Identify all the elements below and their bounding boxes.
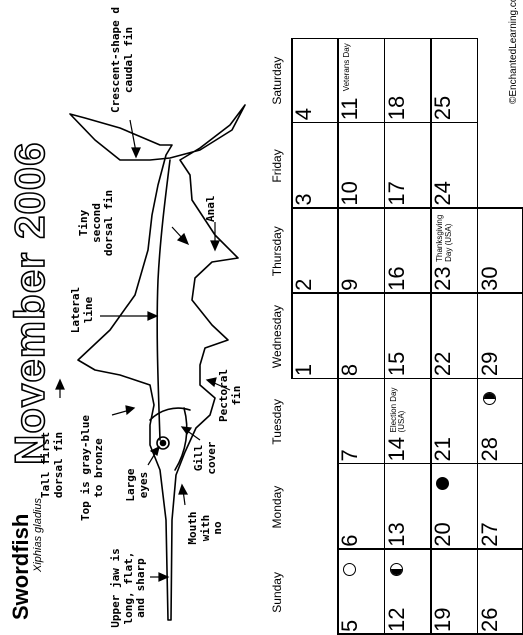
weekday-sunday: Sunday — [270, 572, 284, 613]
label-large-eyes: Large eyes — [124, 468, 150, 502]
label-first-dorsal-fin: Tall first dorsal fin — [39, 431, 65, 499]
day-number: 5 — [337, 619, 363, 632]
day-number: 10 — [337, 181, 363, 206]
holiday-note: Veterans Day — [342, 43, 352, 92]
label-top-color: Top is gray-blue to bronze — [79, 415, 105, 521]
day-number: 15 — [383, 351, 409, 377]
day-cell[interactable]: 20 — [430, 464, 476, 549]
day-number: 13 — [383, 522, 409, 547]
day-cell[interactable]: 27 — [477, 464, 523, 549]
day-cell[interactable]: 28 — [477, 379, 523, 464]
day-cell[interactable]: 26 — [477, 550, 523, 635]
day-cell[interactable]: 7 — [337, 379, 383, 464]
weekday-saturday: Saturday — [270, 56, 284, 105]
day-number: 23 — [430, 266, 456, 291]
day-cell[interactable]: 9 — [337, 209, 383, 294]
day-number: 12 — [383, 607, 409, 632]
day-cell[interactable]: 12 — [384, 550, 430, 635]
day-number: 6 — [337, 534, 363, 547]
day-cell[interactable]: 22 — [430, 294, 476, 379]
day-number: 22 — [430, 351, 456, 377]
label-mouth: Mouth with no — [186, 511, 225, 545]
label-lateral-line: Lateral line — [69, 286, 95, 334]
weekday-monday: Monday — [270, 485, 284, 529]
label-anal-fin: Anal — [204, 195, 217, 223]
day-number: 17 — [383, 181, 409, 206]
day-cell[interactable]: 30 — [477, 209, 523, 294]
day-cell[interactable]: 29 — [477, 294, 523, 379]
weekday-wednesday: Wednesday — [270, 304, 284, 369]
day-cell[interactable]: 11 Veterans Day — [337, 38, 383, 123]
day-cell[interactable]: 25 — [430, 38, 476, 123]
day-number: 24 — [430, 181, 456, 206]
day-cell[interactable]: 10 — [337, 123, 383, 208]
day-number: 16 — [383, 266, 409, 291]
moon-first-quarter-icon — [482, 392, 496, 406]
day-cell[interactable]: 23 Thanksgiving Day (USA) — [430, 209, 476, 294]
label-gill-cover: Gill cover — [192, 441, 218, 475]
moon-full-icon — [343, 562, 357, 576]
day-number: 1 — [291, 363, 316, 377]
day-number: 4 — [291, 108, 316, 121]
day-cell[interactable]: 8 — [337, 294, 383, 379]
holiday-note: Thanksgiving Day (USA) — [435, 214, 453, 262]
day-number: 25 — [430, 95, 456, 121]
day-number: 27 — [476, 522, 502, 547]
day-number: 19 — [430, 607, 456, 632]
day-number: 3 — [291, 193, 316, 206]
day-cell[interactable]: 1 — [291, 294, 337, 379]
moon-last-quarter-icon — [389, 562, 403, 576]
day-number: 9 — [337, 278, 363, 291]
day-cell[interactable]: 21 — [430, 379, 476, 464]
day-number: 18 — [383, 95, 409, 121]
weekday-tuesday: Tuesday — [270, 399, 284, 445]
day-cell[interactable]: 16 — [384, 209, 430, 294]
day-number: 29 — [476, 351, 502, 377]
moon-new-icon — [436, 477, 450, 491]
label-second-dorsal-fin: Tiny second dorsal fin — [77, 189, 116, 257]
day-cell[interactable]: 6 — [337, 464, 383, 549]
day-number: 14 — [383, 436, 409, 462]
day-cell[interactable]: 18 — [384, 38, 430, 123]
day-cell[interactable]: 17 — [384, 123, 430, 208]
day-number: 8 — [337, 363, 363, 377]
label-upper-jaw: Upper jaw is long, flat, and sharp — [109, 548, 148, 628]
label-pectoral-fin: Pectoral fin — [217, 369, 243, 422]
day-cell[interactable]: 3 — [291, 123, 337, 208]
day-cell[interactable]: 2 — [291, 209, 337, 294]
day-number: 11 — [337, 97, 363, 121]
day-cell[interactable]: 24 — [430, 123, 476, 208]
day-cell[interactable]: 5 — [337, 550, 383, 635]
weekday-thursday: Thursday — [270, 226, 284, 277]
day-cell[interactable]: 19 — [430, 550, 476, 635]
day-cell[interactable]: 13 — [384, 464, 430, 549]
day-number: 2 — [291, 278, 316, 291]
weekday-friday: Friday — [270, 149, 284, 183]
day-number: 30 — [476, 266, 502, 291]
day-number: 21 — [430, 436, 456, 462]
calendar: Sunday Monday Tuesday Wednesday Thursday Frid… — [263, 38, 523, 635]
label-crescent-fin: Crescent-shape d caudal fin — [109, 7, 135, 113]
day-number: 20 — [430, 522, 456, 547]
day-number: 7 — [337, 449, 363, 462]
day-cell[interactable]: 14 Election Day (USA) — [384, 379, 430, 464]
day-cell[interactable]: 15 — [384, 294, 430, 379]
day-number: 28 — [476, 436, 502, 462]
day-number: 26 — [476, 607, 502, 632]
holiday-note: Election Day (USA) — [388, 387, 407, 433]
day-cell[interactable]: 4 — [291, 38, 337, 123]
